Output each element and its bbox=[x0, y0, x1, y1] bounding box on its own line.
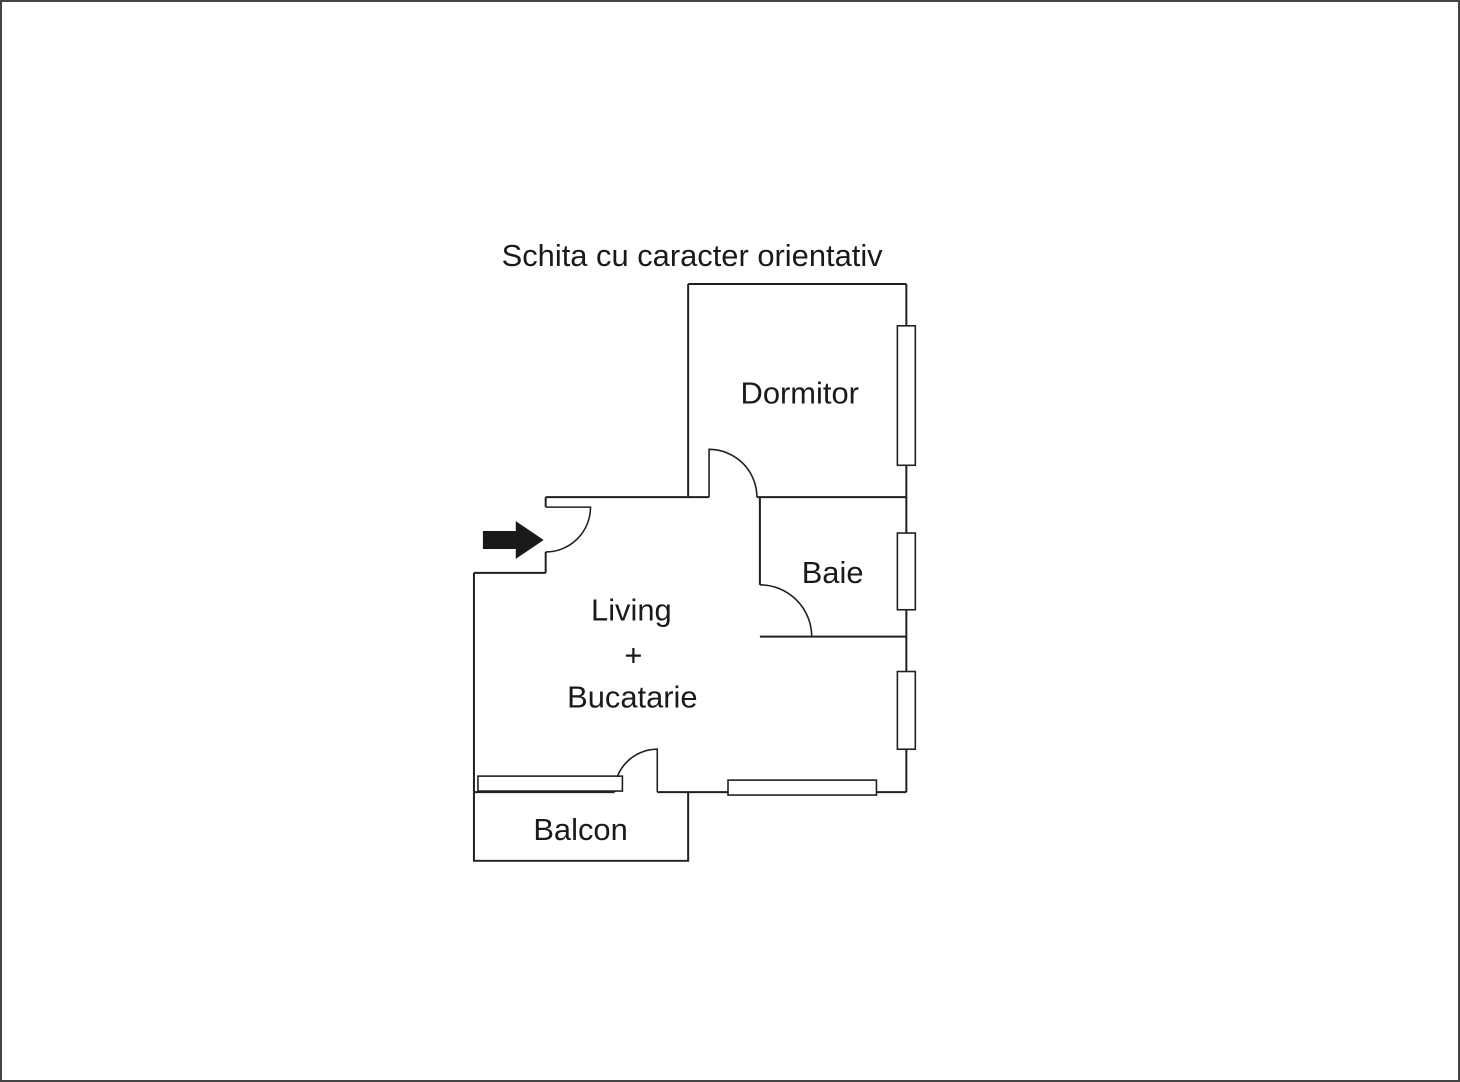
window-bottom-right bbox=[727, 779, 878, 796]
window-living bbox=[896, 670, 917, 751]
entrance-door-arc bbox=[545, 506, 592, 553]
window-dormitor bbox=[896, 325, 917, 467]
baie-door-arc bbox=[759, 584, 813, 637]
room-label-balcon: Balcon bbox=[533, 812, 627, 847]
window-baie bbox=[896, 532, 917, 611]
room-label-dormitor: Dormitor bbox=[741, 376, 859, 411]
doors bbox=[545, 448, 813, 793]
diagram-title: Schita cu caracter orientativ bbox=[502, 238, 884, 273]
entrance-arrow-icon bbox=[482, 521, 544, 559]
window-balcony bbox=[477, 775, 624, 792]
room-label-living-bucatarie: Living + Bucatarie bbox=[567, 593, 697, 715]
room-label-baie: Baie bbox=[802, 555, 864, 590]
dormitor-door-arc bbox=[708, 448, 758, 498]
room-label-plus: + bbox=[624, 638, 642, 673]
room-label-bucatarie: Bucatarie bbox=[567, 679, 697, 714]
windows bbox=[477, 325, 917, 796]
wall-balcony bbox=[472, 792, 690, 862]
room-label-living: Living bbox=[591, 593, 672, 628]
